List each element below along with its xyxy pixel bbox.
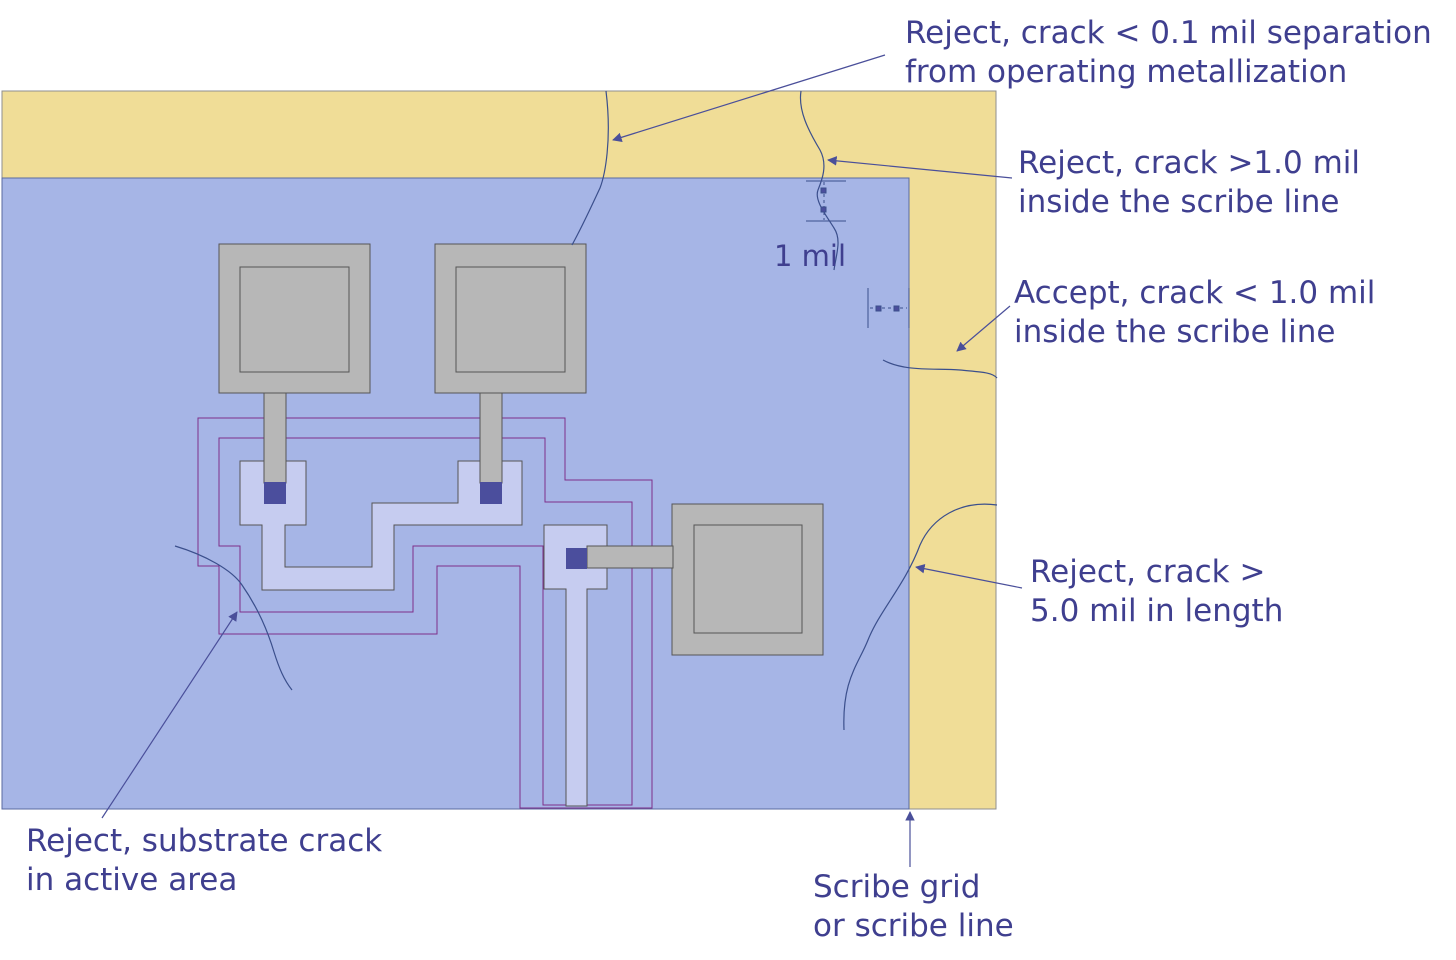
callout-length-line2: 5.0 mil in length <box>1030 593 1284 629</box>
callout-separation-line2: from operating metallization <box>905 54 1348 90</box>
diffusion-outline <box>197 417 653 809</box>
callout-inside-accept-line1: Accept, crack < 1.0 mil <box>1014 275 1376 311</box>
arrow-inside-accept <box>956 305 1011 352</box>
callout-scribe-line2: or scribe line <box>813 908 1014 944</box>
contacts <box>264 482 587 569</box>
dimension-label: 1 mil <box>774 239 847 273</box>
crack-corner <box>799 90 839 271</box>
bond-pad-middle <box>434 243 587 394</box>
callout-inside-reject-line2: inside the scribe line <box>1018 184 1340 220</box>
callout-length: Reject, crack > 5.0 mil in length <box>1030 553 1283 631</box>
arrow-length <box>915 563 1023 589</box>
dimension-marker-vertical <box>806 180 846 222</box>
callout-inside-accept: Accept, crack < 1.0 mil inside the scrib… <box>1014 274 1375 352</box>
callout-length-line1: Reject, crack > <box>1030 554 1266 590</box>
bond-pad-right <box>671 503 824 656</box>
cracks <box>174 90 998 731</box>
interconnect-runners <box>263 392 674 569</box>
arrow-inside-reject <box>827 156 1013 179</box>
crack-accept <box>882 359 998 379</box>
callout-substrate-line1: Reject, substrate crack <box>26 823 383 859</box>
callout-substrate: Reject, substrate crack in active area <box>26 822 382 900</box>
leader-arrows <box>101 54 1023 867</box>
callout-inside-accept-line2: inside the scribe line <box>1014 314 1336 350</box>
callout-scribe: Scribe grid or scribe line <box>813 868 1014 946</box>
arrow-substrate <box>101 611 238 819</box>
callout-substrate-line2: in active area <box>26 862 238 898</box>
crack-length <box>843 503 998 731</box>
crack-substrate <box>174 545 293 691</box>
arrow-separation <box>612 54 886 143</box>
crack-separation <box>571 90 609 246</box>
callout-separation: Reject, crack < 0.1 mil separation from … <box>905 14 1432 92</box>
callout-separation-line1: Reject, crack < 0.1 mil separation <box>905 15 1432 51</box>
callout-scribe-line1: Scribe grid <box>813 869 981 905</box>
callout-inside-reject: Reject, crack >1.0 mil inside the scribe… <box>1018 144 1360 222</box>
dimension-marker-horizontal <box>867 288 910 328</box>
callout-inside-reject-line1: Reject, crack >1.0 mil <box>1018 145 1360 181</box>
bond-pad-left <box>218 243 371 394</box>
